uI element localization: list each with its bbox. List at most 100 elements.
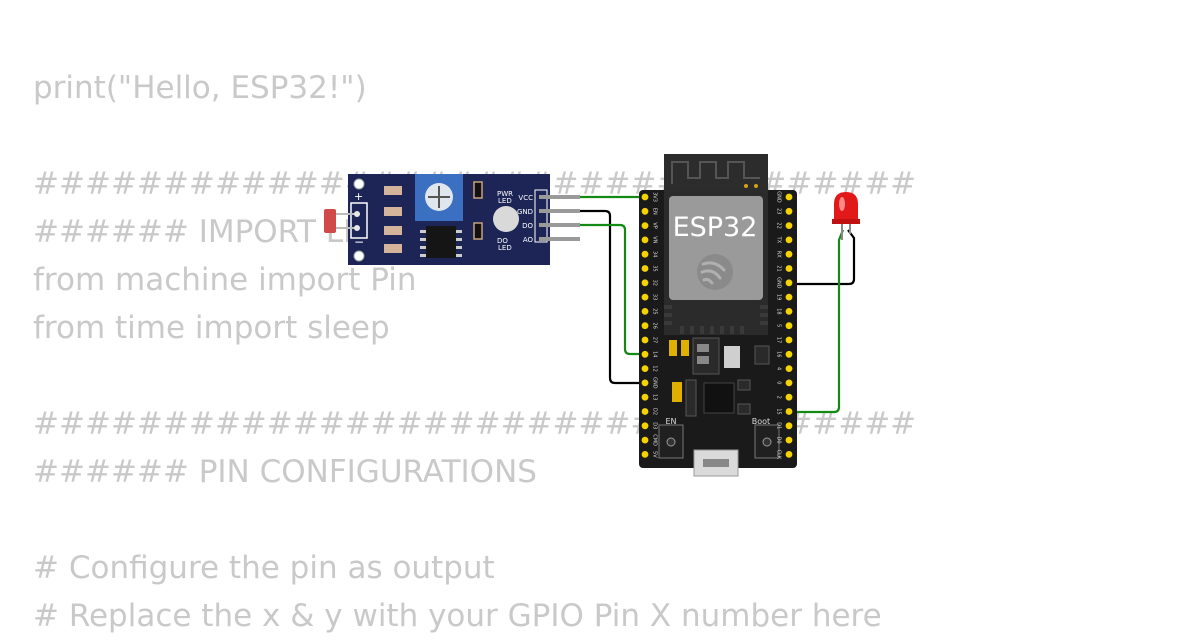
left-header-pin[interactable]: [641, 250, 649, 258]
right-header-pin[interactable]: [785, 322, 793, 330]
wire-gnd-gnd[interactable]: [580, 209, 645, 385]
left-pin-label: 27: [652, 337, 658, 343]
red-led[interactable]: [832, 192, 860, 240]
right-header-pin[interactable]: [785, 408, 793, 415]
left-header-pin[interactable]: [641, 265, 649, 272]
left-header-pin[interactable]: [641, 336, 649, 344]
ldr-pad: [354, 225, 360, 231]
antenna-trace: [671, 161, 760, 184]
right-pin-label: 23: [776, 208, 782, 214]
esp32-label: ESP32: [673, 212, 758, 243]
pwr-led-label: LED: [498, 197, 512, 205]
right-header-pin[interactable]: [785, 393, 793, 401]
wire-led-anode-gpio15[interactable]: [789, 229, 845, 414]
left-header-pin[interactable]: [641, 350, 649, 358]
left-pin-label: 3V3: [652, 192, 658, 202]
capacitor: [473, 222, 483, 240]
left-header-pin[interactable]: [641, 193, 649, 201]
resistor: [384, 207, 402, 216]
right-header-pin[interactable]: [785, 250, 793, 258]
left-pin-label: 25: [652, 308, 658, 314]
smd-part: [672, 382, 682, 402]
left-pin-label: 12: [652, 365, 658, 371]
left-header-pin[interactable]: [641, 322, 649, 330]
right-pin-label: 22: [776, 222, 782, 228]
wire-led-cathode-gnd[interactable]: [789, 229, 856, 286]
right-header-pin[interactable]: [785, 308, 793, 315]
photoresistor-icon[interactable]: [324, 209, 336, 233]
resistor: [384, 226, 402, 235]
right-header-pin[interactable]: [785, 222, 793, 230]
ldr-sensor-module[interactable]: + − PWR LED DO LED VCC GND: [324, 174, 580, 265]
minus-label: −: [354, 235, 364, 249]
wire-do-gpio14[interactable]: [580, 223, 645, 356]
right-pin-label: 0: [776, 381, 782, 384]
right-header-pin[interactable]: [785, 436, 793, 444]
left-header-pin[interactable]: [641, 279, 649, 287]
right-pin-label: RX: [776, 251, 782, 258]
left-pin-label: 5V: [652, 451, 658, 458]
code-line: # Configure the pin as output: [33, 550, 495, 586]
led-indicator: [493, 206, 519, 232]
right-pin-label: 16: [776, 351, 782, 357]
left-header-pin[interactable]: [641, 422, 649, 430]
right-header-pin[interactable]: [785, 193, 793, 201]
left-header-pin[interactable]: [641, 308, 649, 315]
code-line: print("Hello, ESP32!"): [33, 70, 367, 106]
left-header-pin[interactable]: [641, 236, 649, 244]
right-header-pin[interactable]: [785, 422, 793, 430]
left-header-pin[interactable]: [641, 451, 649, 458]
right-pin-label: CLK: [776, 450, 782, 460]
left-pin-label: 13: [652, 394, 658, 400]
right-header-pin[interactable]: [785, 236, 793, 244]
pin-label-do: DO: [522, 222, 533, 230]
left-header-pin[interactable]: [641, 207, 649, 215]
module-shield: [669, 196, 763, 300]
pin-label-gnd: GND: [517, 208, 533, 216]
left-header-pin[interactable]: [641, 293, 649, 301]
ldr-socket: [350, 202, 368, 239]
right-header-pin[interactable]: [785, 265, 793, 272]
right-header-pin[interactable]: [785, 451, 793, 458]
comparator-chip: [426, 226, 456, 258]
right-header-pin[interactable]: [785, 336, 793, 344]
left-header-pin[interactable]: [641, 408, 649, 415]
left-header-pin[interactable]: [641, 222, 649, 230]
right-header-pin[interactable]: [785, 365, 793, 372]
transistor: [754, 345, 770, 365]
right-pin-label: 5: [776, 324, 782, 327]
right-header-pin[interactable]: [785, 293, 793, 301]
right-header-pin[interactable]: [785, 207, 793, 215]
right-pin-label: 17: [776, 337, 782, 343]
right-header-pin[interactable]: [785, 350, 793, 358]
right-pin-label: 2: [776, 396, 782, 399]
left-header-pin[interactable]: [641, 393, 649, 401]
mount-hole: [353, 250, 365, 262]
left-pin-label: 35: [652, 265, 658, 271]
left-pin-label: VN: [652, 236, 658, 243]
left-header-pin[interactable]: [641, 379, 649, 387]
right-pin-label: 4: [776, 367, 782, 370]
left-pin-label: CMD: [652, 434, 658, 446]
boot-label: Boot: [752, 417, 770, 426]
smd-part: [669, 340, 677, 356]
left-header-pin[interactable]: [641, 436, 649, 444]
plus-label: +: [354, 190, 363, 203]
right-header-pin[interactable]: [785, 279, 793, 287]
ldr-pad: [354, 211, 360, 217]
left-pin-label: 33: [652, 294, 658, 300]
left-pin-label: EN: [652, 208, 658, 215]
resistor: [384, 244, 402, 253]
code-line: from time import sleep: [33, 310, 390, 346]
left-pin-label: 26: [652, 323, 658, 329]
right-pin-label: 19: [776, 294, 782, 300]
esp32-devkit[interactable]: ESP32 EN Boot 3V3ENVPVN34353233252627141…: [639, 154, 797, 477]
usb-uart-chip: [703, 382, 735, 414]
pin-header: [534, 189, 548, 243]
right-header-pin[interactable]: [785, 379, 793, 387]
left-header-pin[interactable]: [641, 365, 649, 372]
smd-part: [681, 340, 689, 356]
code-line: from machine import Pin: [33, 262, 417, 298]
code-line: # Replace the x & y with your GPIO Pin X…: [33, 598, 882, 634]
